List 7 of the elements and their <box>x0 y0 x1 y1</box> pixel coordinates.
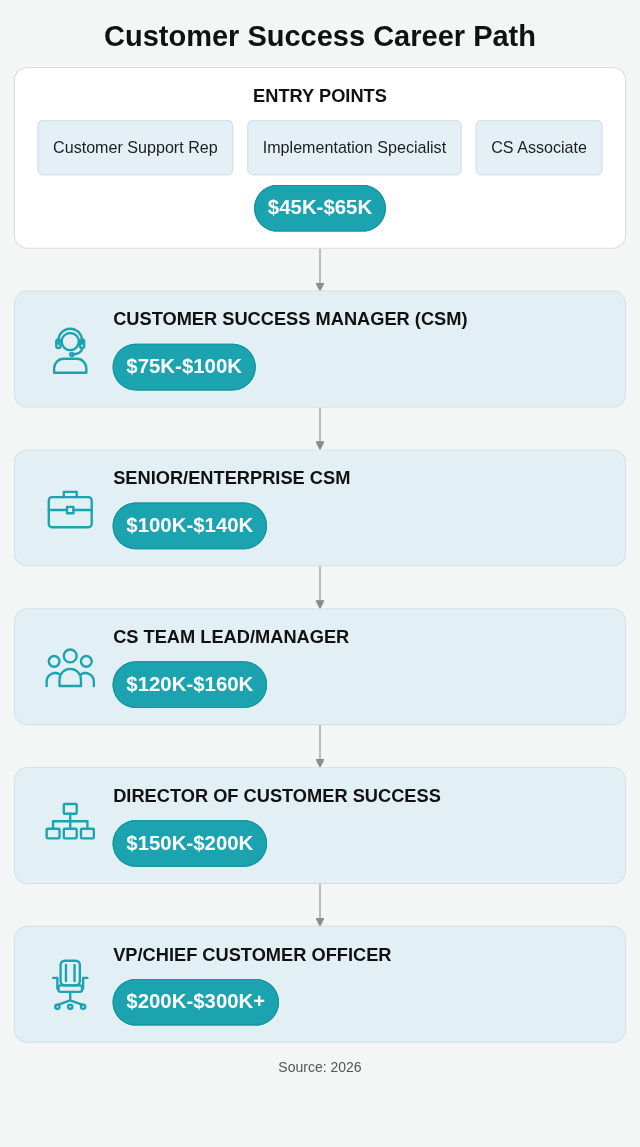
arrow <box>315 406 325 451</box>
arrow <box>315 247 325 292</box>
arrow <box>315 724 325 768</box>
arrow <box>315 882 325 927</box>
arrow <box>315 565 325 610</box>
diagram-title: Customer Success Career Path <box>103 20 537 53</box>
source-note: Source: 2026 <box>277 1058 363 1075</box>
